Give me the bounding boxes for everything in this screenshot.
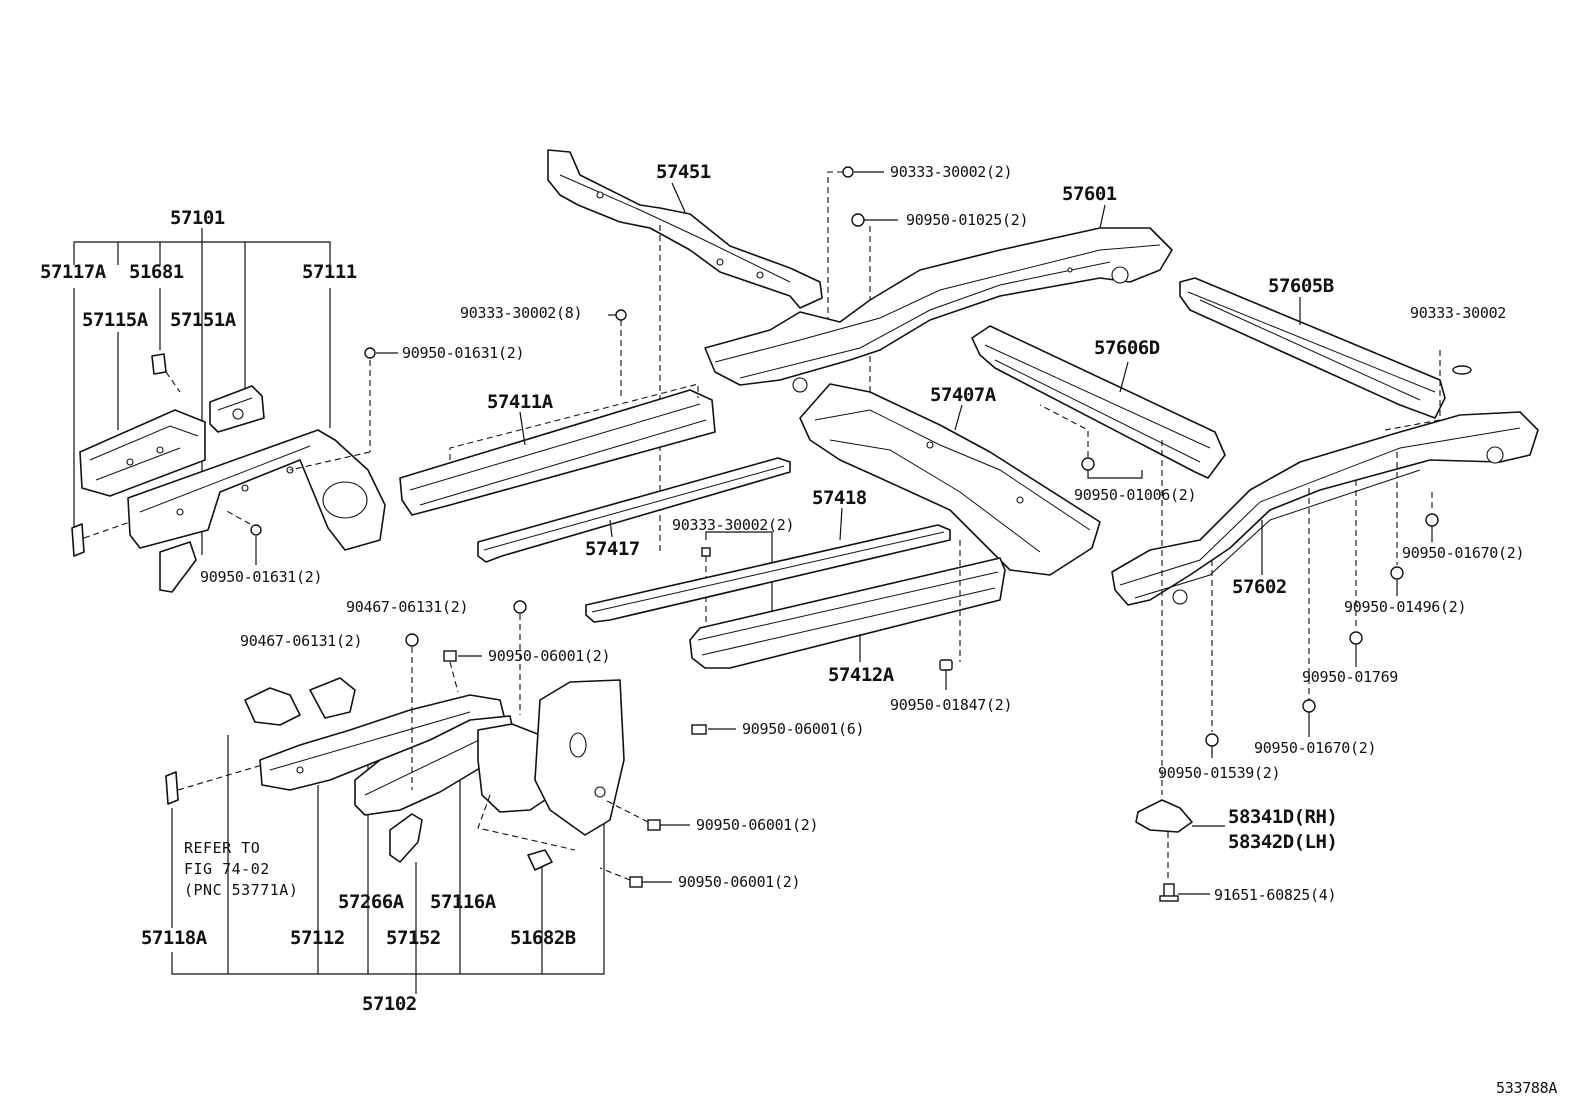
label-57411A: 57411A <box>487 391 554 413</box>
part-57601-rear-side-member <box>704 227 1173 393</box>
fastener-90950-06001-6 <box>691 724 736 735</box>
label-51682B: 51682B <box>510 927 576 949</box>
label-57152: 57152 <box>386 927 441 949</box>
label-57601: 57601 <box>1062 183 1117 205</box>
label-91651-60825: 91651-60825(4) <box>1214 886 1336 904</box>
label-57112: 57112 <box>290 927 345 949</box>
fasteners-right-column <box>1161 440 1439 795</box>
label-90333-30002-2b: 90333-30002(2) <box>672 516 794 534</box>
label-90950-01025: 90950-01025(2) <box>906 211 1028 229</box>
fastener-90950-06001-b <box>604 799 690 831</box>
fastener-90333-30002-8 <box>608 309 627 400</box>
part-57117A-bracket <box>71 521 131 557</box>
fastener-90950-01631-lower <box>224 509 262 565</box>
fastener-90950-01025 <box>851 213 898 400</box>
part-57602-rear-side-member <box>1111 411 1539 606</box>
label-57102: 57102 <box>362 993 417 1015</box>
part-57118A-bracket <box>165 764 263 805</box>
bracket-57102 <box>171 735 605 994</box>
part-51681 <box>151 353 181 393</box>
label-57118A: 57118A <box>141 927 208 949</box>
part-58341D-bracket <box>1135 799 1225 882</box>
label-57418: 57418 <box>812 487 867 509</box>
label-90950-01847: 90950-01847(2) <box>890 696 1012 714</box>
part-57417-sill <box>477 457 791 563</box>
label-57407A: 57407A <box>930 384 997 406</box>
fastener-90950-01006 <box>1039 404 1143 479</box>
label-90467-06131-b: 90467-06131(2) <box>240 632 362 650</box>
part-57407A-crossmember <box>799 383 1101 576</box>
label-57101: 57101 <box>170 207 225 229</box>
part-57266A-plate <box>389 813 423 863</box>
label-90333-30002-8: 90333-30002(8) <box>460 304 582 322</box>
label-57115A: 57115A <box>82 309 149 331</box>
label-90333-30002-right: 90333-30002 <box>1410 304 1506 322</box>
part-51682B-tower <box>477 679 625 871</box>
label-90950-06001-a: 90950-06001(2) <box>488 647 610 665</box>
label-58342D: 58342D(LH) <box>1228 831 1337 853</box>
label-57451: 57451 <box>656 161 711 183</box>
label-57417: 57417 <box>585 538 640 560</box>
label-90950-01539: 90950-01539(2) <box>1158 764 1280 782</box>
part-57115A <box>79 409 206 497</box>
part-57451-crossmember <box>547 149 823 309</box>
part-57112-frame <box>244 677 506 791</box>
label-90950-01006: 90950-01006(2) <box>1074 486 1196 504</box>
label-90950-01496: 90950-01496(2) <box>1344 598 1466 616</box>
label-57117A: 57117A <box>40 261 107 283</box>
label-57151A: 57151A <box>170 309 237 331</box>
label-90950-01670-b: 90950-01670(2) <box>1254 739 1376 757</box>
label-90950-01631-lower: 90950-01631(2) <box>200 568 322 586</box>
label-90950-06001-6: 90950-06001(6) <box>742 720 864 738</box>
part-57111-apron <box>127 429 386 551</box>
fastener-91651-60825 <box>1159 883 1210 902</box>
label-57111: 57111 <box>302 261 357 283</box>
label-90950-01769: 90950-01769 <box>1302 668 1398 686</box>
label-58341D: 58341D(RH) <box>1228 806 1337 828</box>
label-90950-06001-c: 90950-06001(2) <box>678 873 800 891</box>
note-line-2: FIG 74-02 <box>184 860 270 878</box>
label-57605B: 57605B <box>1268 275 1334 297</box>
label-90333-30002-2a: 90333-30002(2) <box>890 163 1012 181</box>
note-line-1: REFER TO <box>184 839 260 857</box>
fastener-90950-06001-c <box>599 867 672 888</box>
note-line-3: (PNC 53771A) <box>184 881 298 899</box>
part-57411A-rail <box>399 383 716 516</box>
part-57605B-crossmember <box>1179 277 1446 419</box>
label-57116A: 57116A <box>430 891 497 913</box>
part-57151A <box>209 385 265 433</box>
fastener-90333-30002-2a <box>827 166 884 320</box>
label-90950-01631-upper: 90950-01631(2) <box>402 344 524 362</box>
label-51681: 51681 <box>129 261 184 283</box>
label-57412A: 57412A <box>828 664 895 686</box>
part-57152-panel <box>477 723 549 813</box>
part-57418-sill <box>585 524 951 623</box>
label-57606D: 57606D <box>1094 337 1160 359</box>
fastener-90467-a <box>513 600 527 715</box>
part-57151A-lower-plate <box>159 541 197 593</box>
label-90950-01670-a: 90950-01670(2) <box>1402 544 1524 562</box>
label-90950-06001-b: 90950-06001(2) <box>696 816 818 834</box>
label-57602: 57602 <box>1232 576 1287 598</box>
fastener-90950-06001-a <box>443 650 482 693</box>
label-90467-06131-a: 90467-06131(2) <box>346 598 468 616</box>
figure-code: 533788A <box>1496 1079 1557 1097</box>
fastener-90950-01631-upper <box>289 347 398 471</box>
label-57266A: 57266A <box>338 891 405 913</box>
fastener-90467-b <box>405 633 419 790</box>
fastener-90950-01847 <box>939 659 953 690</box>
part-57412A-rail <box>689 557 1006 669</box>
